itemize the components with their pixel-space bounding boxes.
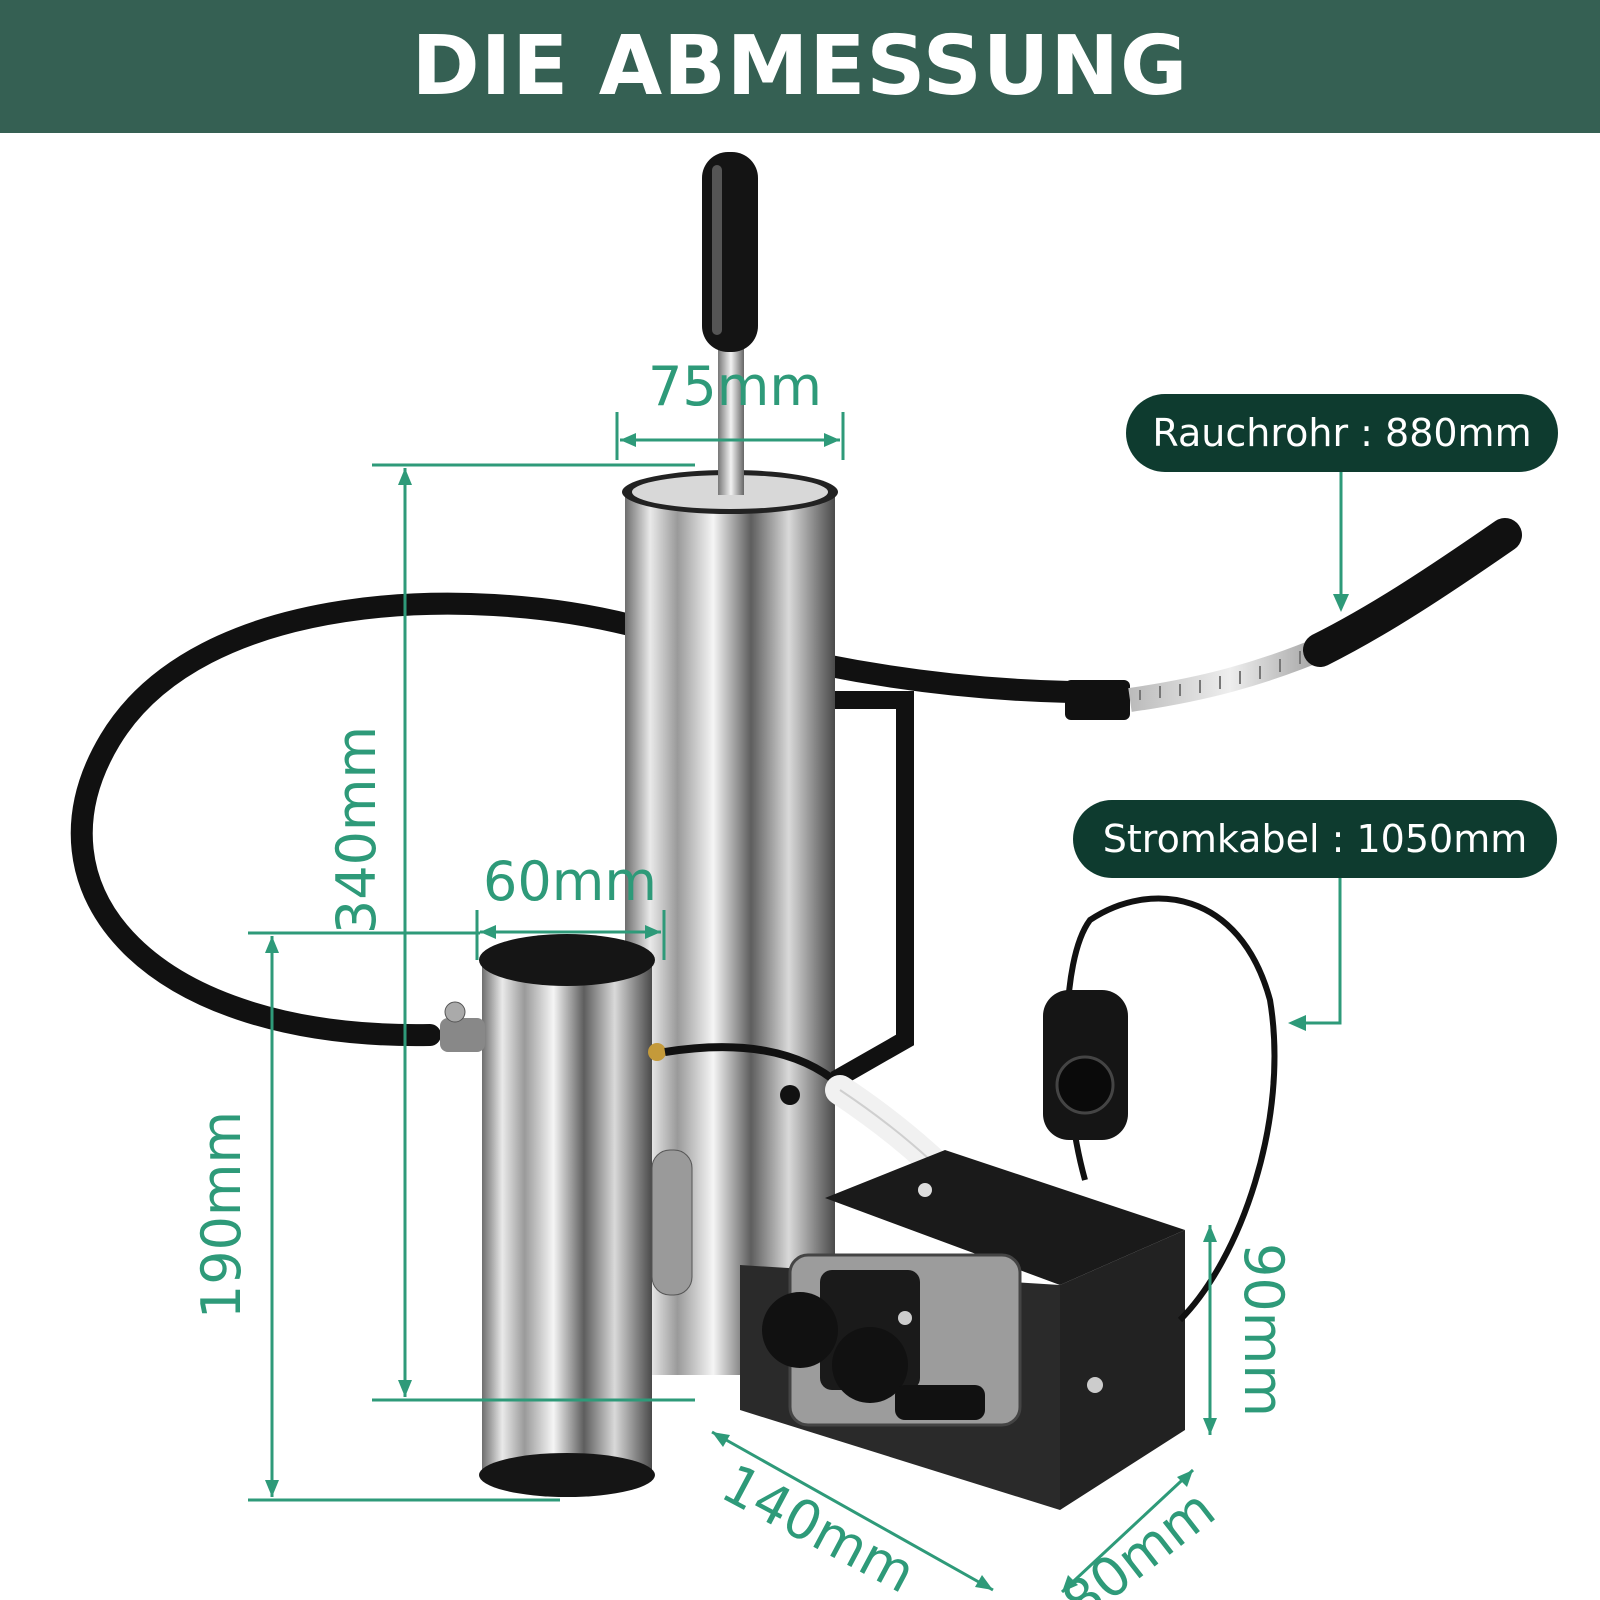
dim-label-190: 190mm (190, 1111, 253, 1319)
dim-label-60: 60mm (483, 850, 657, 913)
dim-label-90: 90mm (1232, 1243, 1295, 1417)
small-cylinder (482, 960, 652, 1480)
dimension-lines (248, 412, 1217, 1594)
callout-leaders (1288, 472, 1349, 1031)
dim-label-75: 75mm (648, 355, 822, 418)
small-cylinder-lid (479, 934, 655, 986)
callout-power-cable-label: Stromkabel : 1050mm (1102, 817, 1528, 861)
smoke-tube-end (1303, 518, 1522, 667)
dim-label-340: 340mm (325, 726, 388, 934)
smoke-tube-hose (814, 654, 1081, 703)
plunger-knob (702, 152, 758, 352)
hose-loop (70, 592, 641, 1047)
callout-smoke-tube: Rauchrohr : 880mm (1126, 394, 1558, 472)
dim-label-140: 140mm (712, 1452, 925, 1600)
page-title: DIE ABMESSUNG (411, 19, 1189, 114)
hose-clamp (440, 1018, 485, 1052)
callout-power-cable: Stromkabel : 1050mm (1073, 800, 1557, 878)
callout-smoke-tube-label: Rauchrohr : 880mm (1152, 411, 1532, 455)
header-banner: DIE ABMESSUNG (0, 0, 1600, 133)
plunger-rod (718, 330, 744, 495)
pump-housing (825, 1150, 1185, 1285)
hose-sleeve (1065, 680, 1130, 720)
